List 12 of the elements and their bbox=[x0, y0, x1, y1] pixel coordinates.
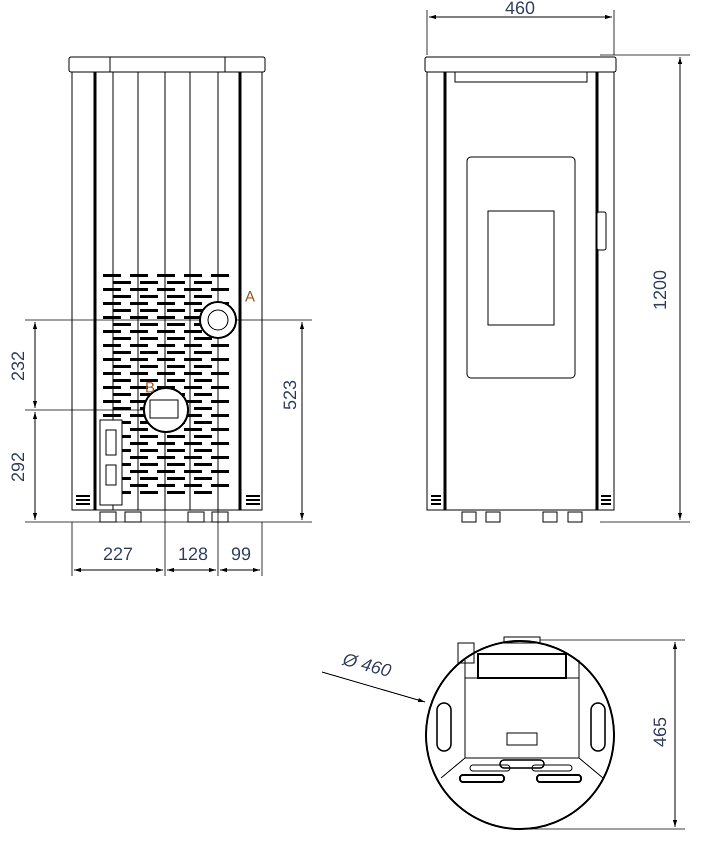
diameter-label: Ø 460 bbox=[340, 650, 394, 680]
dimension-label: 128 bbox=[178, 545, 208, 563]
dimension-label: 1200 bbox=[651, 270, 669, 310]
dimension-label: 292 bbox=[9, 452, 27, 482]
callout-letter: A bbox=[245, 290, 255, 304]
dimension-label: 99 bbox=[230, 545, 252, 563]
dimension-label: 227 bbox=[102, 545, 134, 563]
dimension-label: 523 bbox=[281, 380, 299, 410]
dimension-label: 465 bbox=[651, 716, 669, 748]
callout-letter: B bbox=[145, 380, 155, 396]
dimension-label: 232 bbox=[9, 350, 27, 382]
dimension-label: 460 bbox=[504, 0, 536, 17]
